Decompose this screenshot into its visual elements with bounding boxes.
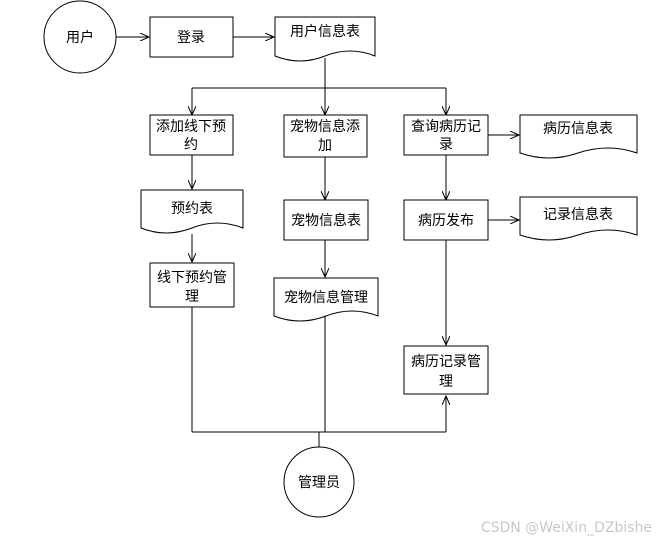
node-user-label: 用户 xyxy=(66,29,94,46)
node-add-pet-info: 宠物信息添 加 xyxy=(283,114,368,158)
node-offline-appt-mgmt: 线下预约管 理 xyxy=(149,262,235,308)
node-medical-info-table-label: 病历信息表 xyxy=(543,120,613,137)
node-login: 登录 xyxy=(149,16,234,58)
node-pet-info-mgmt: 宠物信息管理 xyxy=(273,277,379,322)
node-pet-info-table: 宠物信息表 xyxy=(283,199,369,241)
node-query-medical-record: 查询病历记 录 xyxy=(403,114,489,156)
node-add-pet-info-label-line1: 宠物信息添 xyxy=(290,118,360,135)
node-medical-publish: 病历发布 xyxy=(403,199,489,241)
node-user-table: 用户信息表 xyxy=(274,16,376,62)
node-medical-publish-label: 病历发布 xyxy=(418,213,474,229)
node-appt-table: 预约表 xyxy=(140,189,244,234)
node-record-info-table: 记录信息表 xyxy=(519,196,638,241)
node-add-offline-appt-label-line1: 添加线下预 xyxy=(156,119,226,135)
node-medical-record-mgmt-label-line2: 理 xyxy=(439,374,453,390)
node-user: 用户 xyxy=(43,0,117,74)
node-medical-record-mgmt-label-line1: 病历记录管 xyxy=(411,354,481,370)
node-appt-table-label: 预约表 xyxy=(171,201,213,217)
edges xyxy=(116,37,519,450)
node-user-table-label: 用户信息表 xyxy=(290,23,360,40)
node-medical-info-table: 病历信息表 xyxy=(519,114,638,159)
node-offline-appt-mgmt-label-line2: 理 xyxy=(185,289,199,305)
node-record-info-table-label: 记录信息表 xyxy=(543,206,613,223)
node-add-offline-appt: 添加线下预 约 xyxy=(149,114,234,156)
node-add-offline-appt-label-line2: 约 xyxy=(184,137,198,153)
node-add-pet-info-label-line2: 加 xyxy=(318,138,332,154)
node-offline-appt-mgmt-label-line1: 线下预约管 xyxy=(157,270,227,286)
node-admin-label: 管理员 xyxy=(298,475,340,491)
node-query-medical-record-label-line1: 查询病历记 xyxy=(411,119,481,135)
watermark-text: CSDN @WeiXin_DZbishe xyxy=(480,520,652,536)
node-pet-info-mgmt-label: 宠物信息管理 xyxy=(284,289,368,306)
node-query-medical-record-label-line2: 录 xyxy=(439,137,453,153)
node-login-label: 登录 xyxy=(177,30,205,46)
node-pet-info-table-label: 宠物信息表 xyxy=(291,212,361,229)
node-admin: 管理员 xyxy=(283,446,355,518)
node-medical-record-mgmt: 病历记录管 理 xyxy=(403,345,489,395)
